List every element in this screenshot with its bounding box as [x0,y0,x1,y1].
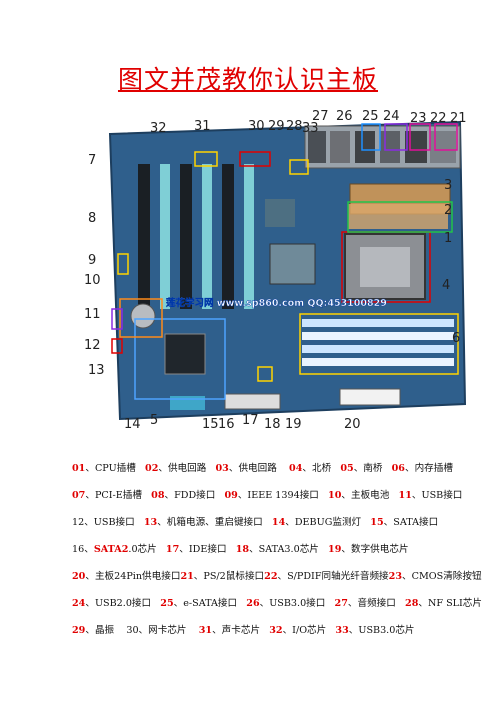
callout-12: 12 [84,338,101,353]
legend-row-6: 24、USB2.0接口 25、e-SATA接口 26、USB3.0接口 27、音… [72,598,482,609]
callout-16: 16 [218,417,235,432]
callout-32: 32 [150,121,167,136]
legend-row-5: 20、主板24Pin供电接口21、PS/2鼠标接口22、S/PDIF同轴光纤音频… [72,571,482,582]
callout-29: 29 [268,119,285,134]
callout-11: 11 [84,307,101,322]
callout-28: 28 [286,119,303,134]
callout-7: 7 [88,153,96,168]
callout-9: 9 [88,253,96,268]
callout-21: 21 [450,111,467,126]
legend-row-7: 29、晶振 30、网卡芯片 31、声卡芯片 32、I/O芯片 33、USB3.0… [72,625,415,636]
callout-23: 23 [410,111,427,126]
callout-15: 15 [202,417,219,432]
component-legend: 01、CPU插槽 02、供电回路 03、供电回路 04、北桥 05、南桥 06、… [72,455,482,644]
callout-18: 18 [264,417,281,432]
callout-31: 31 [194,119,211,134]
legend-row-2: 07、PCI-E插槽 08、FDD接口 09、IEEE 1394接口 10、主板… [72,490,463,501]
callout-20: 20 [344,417,361,432]
callout-30: 30 [248,119,265,134]
page-title: 图文并茂教你认识主板 [117,65,378,94]
callout-4: 4 [442,278,450,293]
callout-27: 27 [312,109,329,124]
callout-3: 3 [444,178,452,193]
callout-17: 17 [242,413,259,428]
callout-14: 14 [124,417,141,432]
callout-24: 24 [383,109,400,124]
callout-19: 19 [285,417,302,432]
legend-row-1: 01、CPU插槽 02、供电回路 03、供电回路 04、北桥 05、南桥 06、… [72,463,453,474]
watermark-text: 莲花学习网 www.sp860.com QQ:453100829 [166,297,387,309]
callout-5: 5 [150,413,158,428]
callout-26: 26 [336,109,353,124]
callout-1: 1 [444,231,452,246]
callout-6: 6 [452,331,460,346]
callout-22: 22 [430,111,447,126]
callout-25: 25 [362,109,379,124]
motherboard-diagram: 莲花学习网 www.sp860.com QQ:453100829 1 2 3 4… [84,109,467,432]
callout-2: 2 [444,203,452,218]
legend-row-3: 12、USB接口 13、机箱电源、重启键接口 14、DEBUG监测灯 15、SA… [72,517,439,528]
callout-8: 8 [88,211,96,226]
callout-33: 33 [302,121,319,136]
callout-13: 13 [88,363,105,378]
legend-row-4: 16、SATA2.0芯片 17、IDE接口 18、SATA3.0芯片 19、数字… [72,544,409,555]
callout-10: 10 [84,273,101,288]
